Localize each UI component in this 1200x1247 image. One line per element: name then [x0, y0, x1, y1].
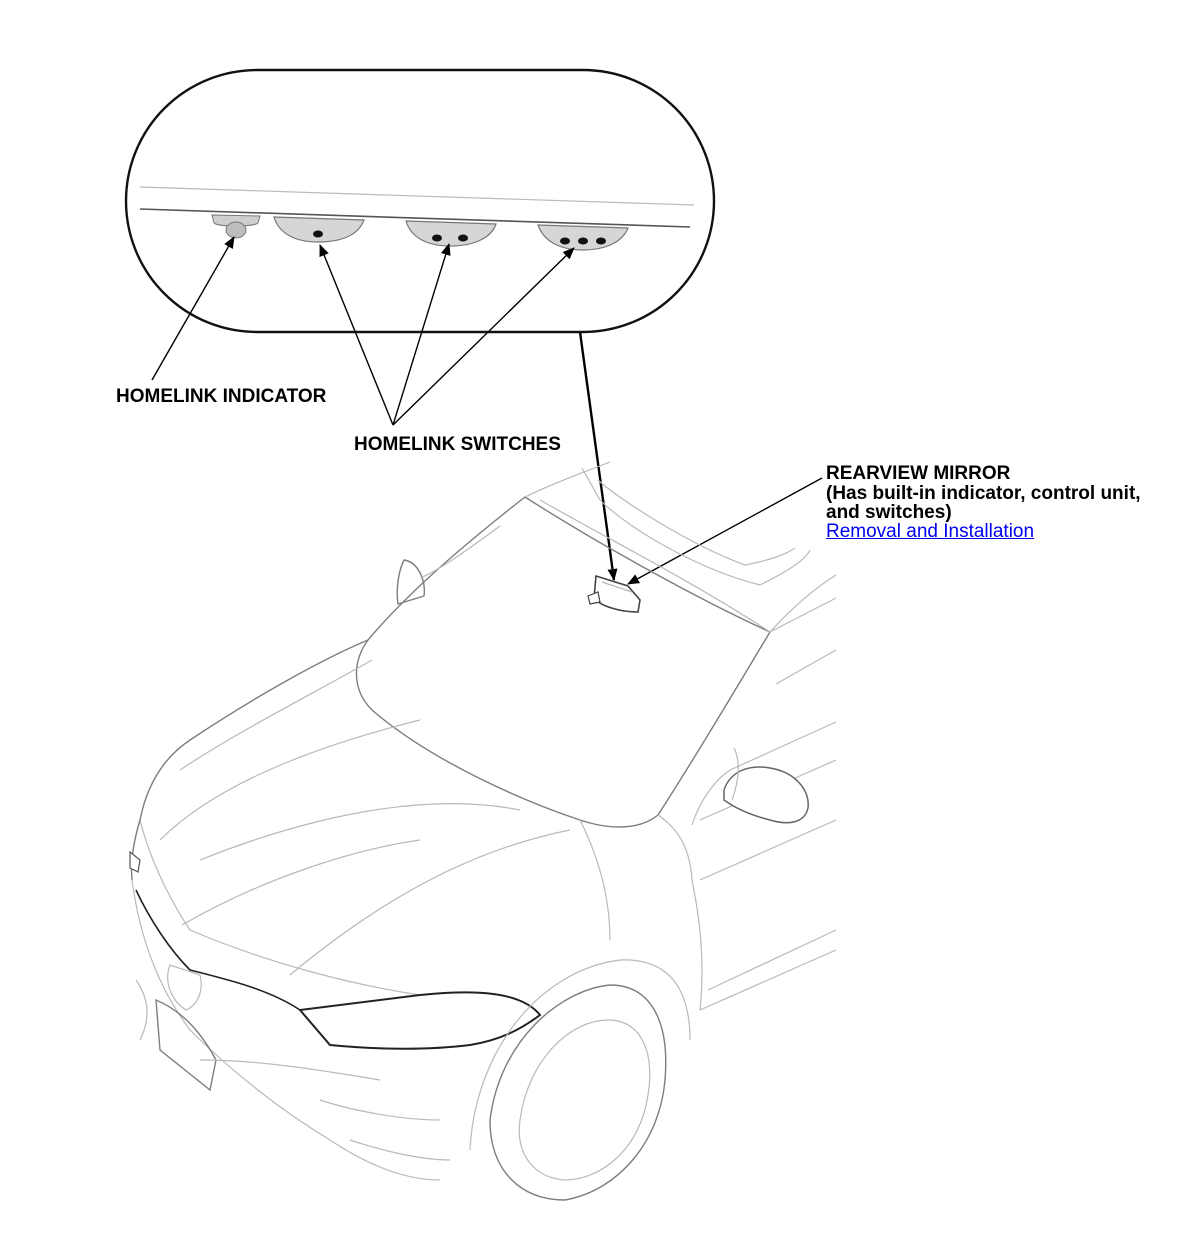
rearview-mirror-title: REARVIEW MIRROR — [826, 463, 1011, 484]
leader-switch-2 — [392, 243, 451, 426]
homelink-switches-label: HOMELINK SWITCHES — [354, 434, 561, 455]
leader-switch-1 — [319, 244, 394, 426]
homelink-indicator-label: HOMELINK INDICATOR — [116, 386, 327, 407]
detail-magnifier — [124, 68, 716, 334]
license-plate — [155, 998, 217, 1092]
leader-rearview-mirror — [627, 477, 823, 585]
hood-left-edge — [139, 639, 369, 821]
rearview-mirror-description-line2: and switches) — [826, 502, 952, 523]
right-headlight — [298, 991, 542, 1050]
rearview-mirror-description-line1: (Has built-in indicator, control unit, — [826, 483, 1141, 504]
homelink-switch-2 — [405, 220, 497, 247]
leader-indicator — [151, 236, 235, 381]
detail-outline — [124, 68, 716, 334]
vehicle-illustration — [129, 461, 837, 1201]
homelink-switch-3 — [537, 224, 629, 251]
homelink-switch-1 — [273, 216, 365, 243]
leader-detail-to-mirror — [578, 331, 618, 581]
front-fascia — [131, 879, 331, 1141]
right-side-mirror — [723, 766, 809, 824]
mirror-top-edge — [139, 186, 695, 206]
rearview-mirror-small — [587, 574, 641, 613]
homelink-indicator-led — [211, 214, 261, 239]
leader-lines — [151, 236, 823, 585]
mirror-bottom-edge — [139, 208, 691, 228]
windshield — [355, 496, 772, 828]
removal-and-installation-link[interactable]: Removal and Installation — [826, 521, 1035, 542]
front-wheel — [469, 959, 691, 1201]
left-side-mirror — [396, 559, 425, 605]
leader-switch-3 — [392, 247, 575, 426]
